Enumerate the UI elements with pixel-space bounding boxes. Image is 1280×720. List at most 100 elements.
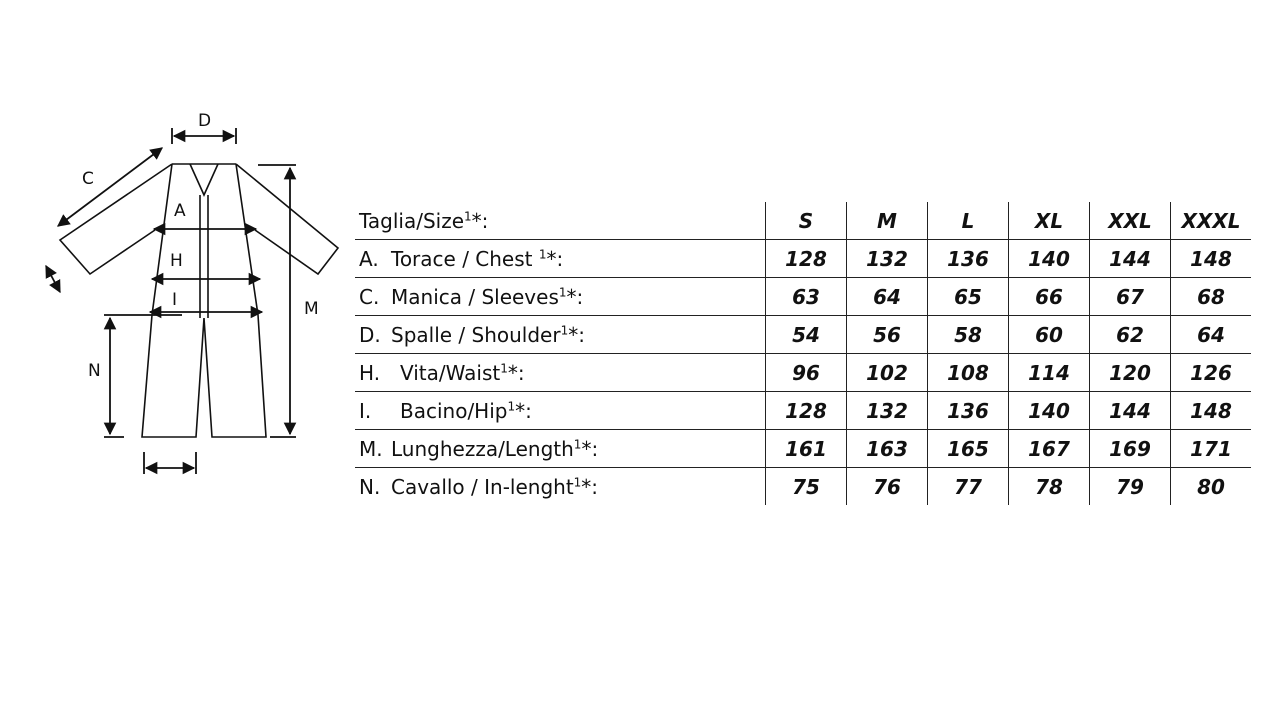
row-prefix: N. (359, 474, 381, 499)
row-prefix: C. (359, 284, 380, 309)
label-i: I (172, 290, 177, 310)
row-prefix: I. (359, 398, 372, 423)
table-cell: 114 (1008, 353, 1090, 392)
header-label-cell: Taglia/Size1*: (355, 202, 766, 240)
table-cell: 67 (1089, 277, 1171, 316)
row-label-cell: I. Bacino/Hip1*: (355, 392, 766, 430)
table-cell: 65 (927, 277, 1009, 316)
label-h: H (170, 251, 183, 271)
table-row: M. Lunghezza/Length1*: 161 163 165 167 16… (355, 429, 1251, 468)
label-a: A (174, 201, 186, 221)
table-cell: 63 (765, 277, 847, 316)
table-cell: 56 (846, 315, 928, 354)
table-cell: 80 (1170, 467, 1251, 505)
table-cell: 161 (765, 429, 847, 468)
table-cell: 79 (1089, 467, 1171, 505)
table-cell: 76 (846, 467, 928, 505)
row-prefix: D. (359, 322, 381, 347)
table-row: I. Bacino/Hip1*: 128 132 136 140 144 148 (355, 391, 1251, 430)
table-cell: 64 (846, 277, 928, 316)
table-cell: 75 (765, 467, 847, 505)
table-row: A.Torace / Chest 1*: 128 132 136 140 144… (355, 239, 1251, 278)
size-header: S (765, 202, 847, 240)
size-header: XL (1008, 202, 1090, 240)
table-header-row: Taglia/Size1*: S M L XL XXL XXXL (355, 202, 1251, 240)
row-suffix: *: (568, 322, 585, 347)
table-cell: 128 (765, 391, 847, 430)
row-sup: 1 (573, 474, 582, 489)
table-cell: 54 (765, 315, 847, 354)
table-cell: 169 (1089, 429, 1171, 468)
row-label-cell: H. Vita/Waist1*: (355, 354, 766, 392)
table-cell: 132 (846, 239, 928, 278)
row-suffix: *: (566, 284, 584, 309)
size-header: XXXL (1170, 202, 1251, 240)
table-row: N.Cavallo / In-lenght1*: 75 76 77 78 79 … (355, 467, 1251, 506)
table-cell: 58 (927, 315, 1009, 354)
table-cell: 144 (1089, 239, 1171, 278)
header-sup: 1 (464, 208, 472, 223)
row-suffix: *: (581, 474, 599, 499)
row-suffix: *: (581, 436, 599, 461)
row-label-cell: A. Torace / Chest 1*: (355, 240, 766, 278)
size-header: XXL (1089, 202, 1171, 240)
row-label: Cavallo / In-lenght (391, 474, 574, 499)
label-m: M (304, 299, 319, 319)
table-cell: 102 (846, 353, 928, 392)
table-cell: 120 (1089, 353, 1171, 392)
row-prefix: A. (359, 246, 379, 271)
row-sup: 1 (500, 360, 508, 375)
jumpsuit-measurement-diagram: D C A H I M N (45, 111, 340, 475)
label-c: C (82, 169, 94, 189)
row-suffix: *: (515, 398, 532, 423)
table-cell: 66 (1008, 277, 1090, 316)
table-cell: 144 (1089, 391, 1171, 430)
table-row: H. Vita/Waist1*: 96 102 108 114 120 126 (355, 353, 1251, 392)
table-row: C.Manica / Sleeves1*: 63 64 65 66 67 68 (355, 277, 1251, 316)
table-cell: 78 (1008, 467, 1090, 505)
row-suffix: *: (546, 246, 564, 271)
row-label: Vita/Waist (400, 360, 501, 385)
table-cell: 140 (1008, 391, 1090, 430)
row-label: Spalle / Shoulder (391, 322, 561, 347)
measurement-lines (45, 128, 297, 475)
table-cell: 167 (1008, 429, 1090, 468)
row-sup: 1 (507, 398, 516, 413)
row-prefix: M. (359, 436, 383, 461)
size-header: L (927, 202, 1009, 240)
size-table: Taglia/Size1*: S M L XL XXL XXXL A.Torac… (355, 202, 1251, 505)
table-cell: 140 (1008, 239, 1090, 278)
table-cell: 132 (846, 391, 928, 430)
row-label: Torace / Chest (391, 246, 539, 271)
row-label: Lunghezza/Length (391, 436, 574, 461)
row-label-cell: M. Lunghezza/Length1*: (355, 430, 766, 468)
row-suffix: *: (507, 360, 525, 385)
jumpsuit-outline (58, 163, 340, 438)
row-sup: 1 (558, 284, 567, 299)
table-cell: 136 (927, 391, 1009, 430)
table-cell: 108 (927, 353, 1009, 392)
row-prefix: H. (359, 360, 381, 385)
row-label: Bacino/Hip (400, 398, 508, 423)
row-label-cell: N. Cavallo / In-lenght1*: (355, 468, 766, 506)
header-label: Taglia/Size (359, 208, 465, 233)
table-cell: 163 (846, 429, 928, 468)
row-sup: 1 (573, 436, 582, 451)
table-cell: 96 (765, 353, 847, 392)
table-cell: 171 (1170, 429, 1251, 468)
table-cell: 165 (927, 429, 1009, 468)
table-cell: 68 (1170, 277, 1251, 316)
table-cell: 148 (1170, 239, 1251, 278)
table-cell: 77 (927, 467, 1009, 505)
header-suffix: *: (471, 208, 489, 233)
row-sup: 1 (538, 246, 547, 261)
table-cell: 60 (1008, 315, 1090, 354)
table-cell: 148 (1170, 391, 1251, 430)
size-header: M (846, 202, 928, 240)
row-label-cell: C.Manica / Sleeves1*: (355, 278, 766, 316)
row-label-cell: D.Spalle / Shoulder1*: (355, 316, 766, 354)
label-n: N (88, 361, 101, 381)
table-cell: 136 (927, 239, 1009, 278)
table-cell: 126 (1170, 353, 1251, 392)
table-cell: 62 (1089, 315, 1171, 354)
